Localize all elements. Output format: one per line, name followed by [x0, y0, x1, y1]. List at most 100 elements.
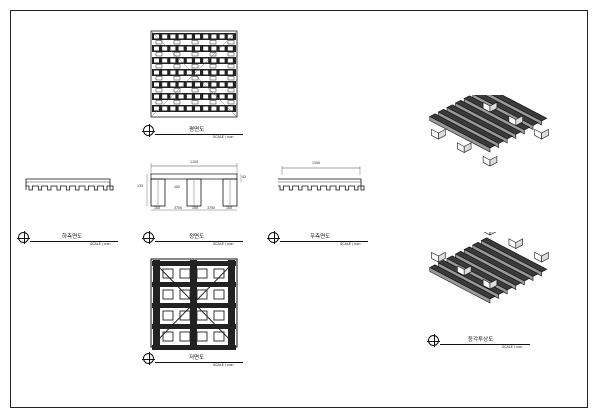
iso-board-edge — [438, 111, 499, 148]
deck-slot — [162, 94, 168, 99]
deck-slot — [203, 46, 209, 51]
right-side-title-block: 우측면도 SCALE / non — [267, 231, 368, 246]
deck-slot — [162, 58, 168, 63]
deck-slot — [203, 58, 209, 63]
deck-slot — [219, 106, 225, 111]
stringer-gap — [209, 100, 217, 105]
bottom-cell — [162, 310, 174, 321]
deck-slot — [195, 94, 200, 99]
bottom-stringer — [228, 260, 235, 346]
iso-board-edge — [438, 262, 499, 299]
deck-slot — [211, 94, 217, 99]
title-underline — [30, 241, 118, 242]
deck-slot — [154, 94, 159, 99]
view-marker-icon — [142, 231, 155, 244]
iso-block — [534, 128, 542, 140]
iso-block — [508, 238, 517, 249]
front-width-dimension: 1100 — [190, 160, 199, 164]
front-block-height-dimension: 42 — [242, 175, 247, 179]
stringer-gap — [173, 64, 181, 69]
deck-slot — [170, 82, 176, 87]
deck-slot — [227, 70, 233, 75]
front-view-title: 정면도 — [189, 234, 205, 240]
right-side-view — [278, 166, 365, 191]
deck-slot — [211, 58, 217, 63]
deck-slot — [195, 46, 200, 51]
stringer-gap — [155, 76, 163, 81]
deck-slot — [162, 106, 168, 111]
bottom-cell — [179, 268, 191, 279]
iso-board-edge — [429, 267, 491, 304]
deck-slot — [178, 70, 184, 75]
deck-slot — [195, 70, 200, 75]
stringer-gap — [191, 88, 199, 93]
plan-view-scale: SCALE / non — [213, 135, 234, 139]
deck-slot — [203, 82, 209, 87]
stringer-gap — [191, 64, 199, 69]
deck-slot — [203, 106, 209, 111]
bottom-cell — [196, 268, 208, 279]
iso-board-edge — [463, 98, 525, 135]
deck-slot — [227, 46, 233, 51]
deck-board — [152, 33, 236, 40]
deck-board — [152, 105, 236, 112]
deck-slot — [170, 58, 176, 63]
deck-slot — [178, 58, 184, 63]
bottom-cell — [179, 331, 191, 342]
deck-slot — [227, 94, 233, 99]
deck-slot — [227, 106, 233, 111]
deck-slot — [227, 82, 233, 87]
front-bottom-dim-4: 100 — [226, 206, 233, 210]
deck-slot — [186, 94, 192, 99]
deck-slot — [178, 106, 184, 111]
deck-slot — [186, 106, 192, 111]
iso-block-side — [515, 238, 523, 249]
bottom-cell — [179, 310, 191, 321]
right-side-view-scale: SCALE / non — [340, 242, 361, 246]
bottom-cell — [196, 289, 208, 300]
deck-slot — [186, 70, 192, 75]
right-width-dimension: 1100 — [312, 161, 321, 165]
bottom-runner — [152, 345, 236, 350]
deck-slot — [170, 106, 176, 111]
front-bottom-dim-2: 100 — [192, 206, 199, 210]
stringer-gap — [227, 76, 235, 81]
deck-slot — [219, 34, 225, 39]
iso-board-edge — [455, 102, 517, 139]
deck-slot — [162, 46, 168, 51]
front-bottom-dim-1: 3750 — [174, 206, 183, 210]
deck-slot — [219, 58, 225, 63]
stringer-gap — [173, 52, 181, 57]
bottom-cell — [213, 289, 225, 300]
bottom-diagonal — [153, 261, 235, 345]
deck-slot — [211, 82, 217, 87]
bottom-stringer — [153, 260, 160, 346]
iso-block-side — [489, 101, 498, 113]
bottom-side-view — [25, 178, 114, 191]
stringer-gap — [227, 40, 235, 45]
deck-slot — [162, 70, 168, 75]
bottom-side-title-block: 하측면도 SCALE / non — [17, 231, 118, 246]
deck-slot — [227, 34, 233, 39]
bottom-cell — [213, 331, 225, 342]
deck-slot — [170, 46, 176, 51]
deck-slot — [178, 94, 184, 99]
deck-board — [152, 57, 236, 64]
iso-block-side — [489, 232, 497, 236]
iso-block — [457, 142, 465, 153]
iso-block-side — [463, 265, 472, 276]
deck-slot — [211, 46, 217, 51]
deck-slot — [203, 34, 209, 39]
deck-slot — [186, 82, 192, 87]
iso-block-side — [489, 278, 498, 290]
iso-board-edge — [446, 107, 508, 144]
diagonal-brace — [151, 31, 237, 117]
front-bottom-dim-0: 100 — [154, 206, 161, 210]
stringer-gap — [173, 40, 181, 45]
front-height-dimension: 135 — [137, 184, 144, 188]
stringer-gap — [209, 40, 217, 45]
title-underline — [155, 241, 243, 242]
support-block — [186, 178, 202, 207]
iso-block-side — [438, 128, 446, 140]
deck-slot — [154, 46, 159, 51]
